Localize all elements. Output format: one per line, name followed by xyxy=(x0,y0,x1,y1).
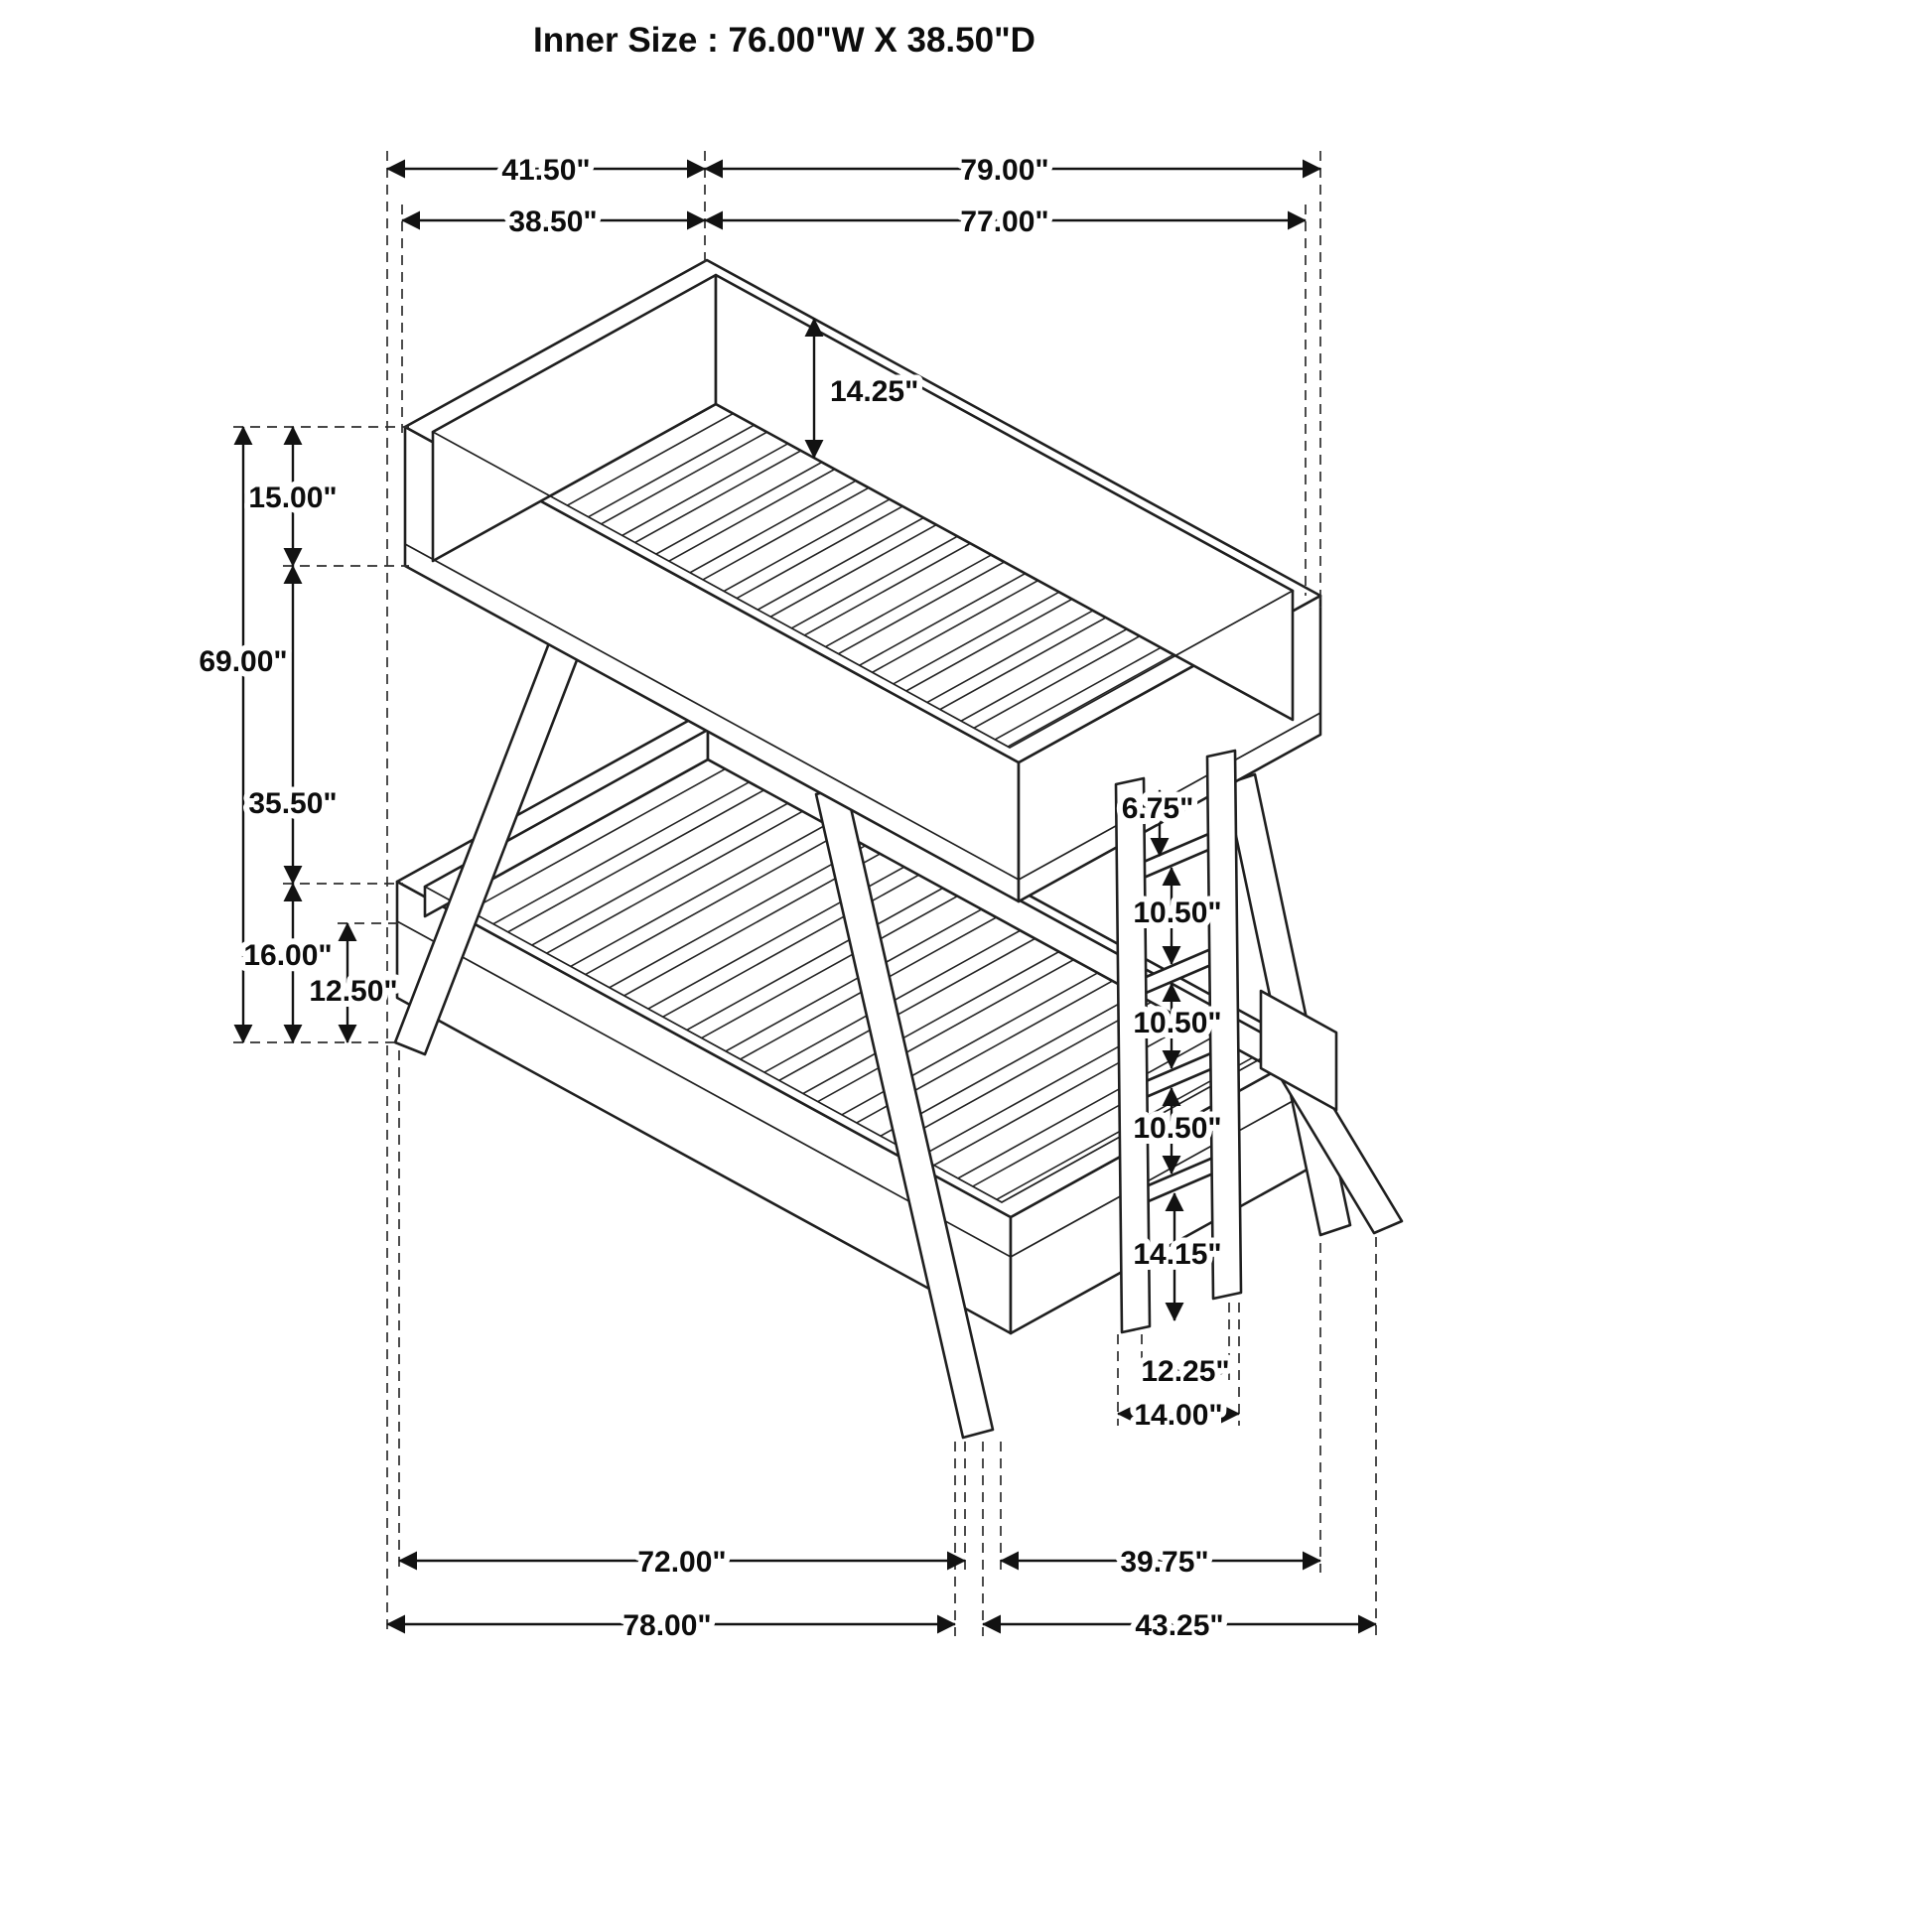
dim-floor-right-span-label: 39.75" xyxy=(1120,1546,1208,1579)
dim-upper-outer-length-label: 79.00" xyxy=(960,154,1048,187)
upper-bunk xyxy=(403,258,1322,903)
dim-floor-outer-span-label: 78.00" xyxy=(622,1609,711,1642)
dim-ladder-top-gap-label: 6.75" xyxy=(1122,792,1194,825)
dim-lower-deck-height-label: 12.50" xyxy=(309,975,397,1008)
bed-drawing xyxy=(393,258,1404,1440)
dimension-lines xyxy=(233,159,1377,1634)
ladder-rail-far xyxy=(1205,749,1243,1301)
dim-lower-frame-height-label: 16.00" xyxy=(243,939,332,972)
dim-guard-inner-height-label: 14.25" xyxy=(830,375,918,408)
upper-bunk-rail-line xyxy=(1018,712,1321,881)
dim-ladder-step3-label: 10.50" xyxy=(1133,1112,1221,1145)
dim-ladder-bottom-gap-label: 14.15" xyxy=(1133,1238,1221,1271)
dim-floor-right-outer-span-label: 43.25" xyxy=(1135,1609,1223,1642)
ladder xyxy=(1114,749,1243,1334)
dim-ladder-step2-label: 10.50" xyxy=(1133,1007,1221,1039)
ladder-step-1 xyxy=(1142,830,1215,880)
dim-upper-inner-depth-label: 38.50" xyxy=(508,206,597,238)
dim-overall-height-label: 69.00" xyxy=(199,645,287,678)
dim-floor-inner-span-label: 72.00" xyxy=(637,1546,726,1579)
dim-bunk-gap-label: 35.50" xyxy=(248,787,337,820)
dimension-labels: 41.50" 79.00" 38.50" 77.00" 15.00" 69.00… xyxy=(193,148,1235,1648)
legs xyxy=(393,633,1404,1440)
lower-bunk-inner-rim xyxy=(423,729,1287,1203)
dim-upper-inner-length-label: 77.00" xyxy=(960,206,1048,238)
dimension-extension-lines xyxy=(233,151,1377,1636)
upper-bunk-inner-rim xyxy=(431,274,1295,749)
dim-upper-outer-depth-label: 41.50" xyxy=(501,154,590,187)
dim-ladder-outer-width-label: 14.00" xyxy=(1134,1399,1222,1432)
lower-bunk-guard-panel xyxy=(1259,989,1338,1112)
ladder-rail-near xyxy=(1114,776,1152,1334)
dim-ladder-inner-width-label: 12.25" xyxy=(1141,1355,1229,1388)
page-title: Inner Size : 76.00"W X 38.50"D xyxy=(533,21,1035,60)
upper-bunk-rail-line xyxy=(404,543,1020,881)
dim-rail-height-label: 15.00" xyxy=(248,482,337,514)
lower-bunk-rail-line xyxy=(1010,1089,1313,1258)
dim-ladder-step1-label: 10.50" xyxy=(1133,897,1221,929)
